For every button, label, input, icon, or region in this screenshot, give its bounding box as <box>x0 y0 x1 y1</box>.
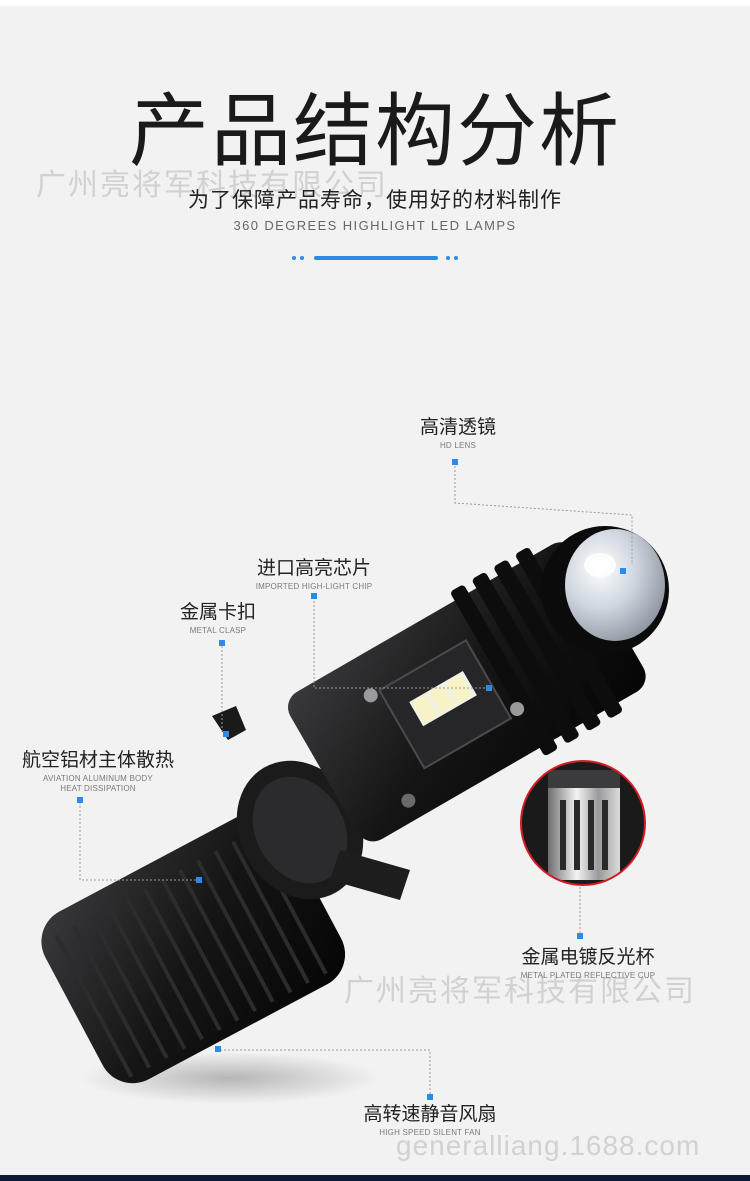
title-divider <box>292 254 460 262</box>
callout-clasp-en: METAL CLASP <box>189 625 247 635</box>
callout-cup-en: METAL PLATED REFLECTIVE CUP <box>520 970 656 980</box>
callout-chip: 进口高亮芯片 IMPORTED HIGH-LIGHT CHIP <box>248 557 380 592</box>
divider-bar <box>314 256 438 260</box>
callout-body-en2: HEAT DISSIPATION <box>60 784 136 794</box>
watermark-company-top: 广州亮将军科技有限公司 <box>36 168 388 203</box>
divider-dot <box>300 256 304 260</box>
page-subtitle: 为了保障产品寿命，使用好的材料制作 <box>188 188 562 212</box>
aluminum-collar <box>236 760 364 900</box>
callout-body-cn: 航空铝材主体散热 <box>21 749 174 771</box>
metal-clasp <box>212 706 246 740</box>
callout-chip-cn: 进口高亮芯片 <box>256 557 371 579</box>
callout-clasp-cn: 金属卡扣 <box>179 601 256 623</box>
callout-metal-clasp: 金属卡扣 METAL CLASP <box>170 601 266 636</box>
callout-chip-en: IMPORTED HIGH-LIGHT CHIP <box>255 581 373 591</box>
callout-reflective-cup: 金属电镀反光杯 METAL PLATED REFLECTIVE CUP <box>510 946 666 981</box>
divider-dot <box>446 256 450 260</box>
callout-aluminum-body: 航空铝材主体散热 AVIATION ALUMINUM BODY HEAT DIS… <box>14 749 182 795</box>
hd-lens <box>541 526 669 654</box>
callout-cup-cn: 金属电镀反光杯 <box>521 946 655 968</box>
callout-fan-en: HIGH SPEED SILENT FAN <box>379 1127 481 1137</box>
watermark-url: generalliang.1688.com <box>396 1130 701 1161</box>
callout-hd-lens: 高清透镜 HD LENS <box>398 416 518 451</box>
watermark-company-mid: 广州亮将军科技有限公司 <box>344 974 696 1009</box>
page-bottom-bar <box>0 1175 750 1181</box>
divider-dot <box>292 256 296 260</box>
callout-hd-lens-en: HD LENS <box>439 440 477 450</box>
callout-fan-cn: 高转速静音风扇 <box>363 1103 497 1125</box>
reflective-cup-detail <box>520 760 646 886</box>
divider-dot <box>454 256 458 260</box>
page-title: 产品结构分析 <box>129 85 621 178</box>
page-subtitle-english: 360 DEGREES HIGHLIGHT LED LAMPS <box>233 218 517 233</box>
callout-silent-fan: 高转速静音风扇 HIGH SPEED SILENT FAN <box>350 1103 510 1138</box>
callout-hd-lens-cn: 高清透镜 <box>419 416 496 438</box>
callout-body-en: AVIATION ALUMINUM BODY <box>43 773 153 783</box>
page-top-edge <box>0 0 750 6</box>
